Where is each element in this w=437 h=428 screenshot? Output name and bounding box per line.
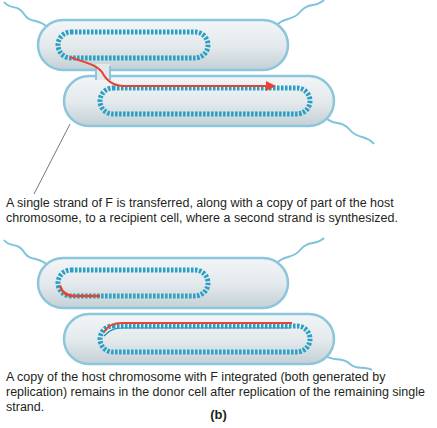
flagellum [276,0,324,26]
pilus-wall [109,66,111,80]
panel-result [4,238,372,370]
recipient-chromosome [100,326,310,352]
recipient-cell [64,314,334,364]
recipient-chromosome [100,88,310,114]
host-chromosome [58,32,208,58]
panel-label: (b) [0,407,437,422]
donor-cell [38,20,288,70]
transferred-strand [70,57,272,86]
caption-text: A single strand of F is transferred, alo… [6,196,434,226]
panel-transfer [4,0,374,194]
flagellum [326,356,372,370]
flagellum [4,240,48,266]
integrated-f-segment [60,286,100,296]
flagellum [4,2,48,28]
flagellum [326,118,374,144]
flagellum [276,238,324,264]
leader-line [34,124,70,194]
donor-cell [38,258,288,308]
synthesized-strand [104,328,290,336]
host-chromosome [58,270,208,296]
recipient-cell [64,76,334,126]
